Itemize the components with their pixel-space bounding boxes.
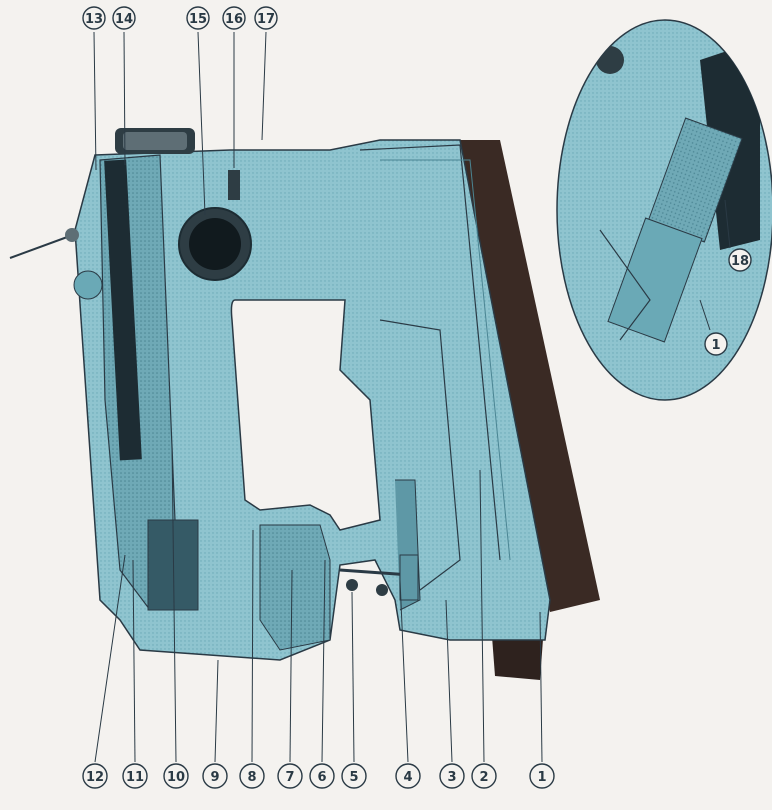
callouts-top: 13 14 15 16 17 bbox=[82, 6, 278, 216]
callout-5: 5 bbox=[341, 591, 367, 789]
callout-1: 1 bbox=[529, 611, 555, 789]
callout-8: 8 bbox=[239, 529, 265, 789]
svg-text:10: 10 bbox=[167, 770, 185, 785]
callouts-bottom: 12 11 10 9 8 7 6 5 4 3 2 1 bbox=[82, 444, 555, 789]
svg-text:6: 6 bbox=[317, 770, 326, 785]
svg-text:15: 15 bbox=[189, 12, 207, 27]
callout-18: 18 bbox=[724, 199, 752, 272]
callout-13: 13 bbox=[82, 6, 106, 171]
svg-text:7: 7 bbox=[285, 770, 294, 785]
svg-text:3: 3 bbox=[447, 770, 456, 785]
callout-16: 16 bbox=[222, 6, 246, 168]
svg-text:9: 9 bbox=[210, 770, 219, 785]
callout-6: 6 bbox=[309, 559, 335, 789]
svg-text:2: 2 bbox=[479, 770, 488, 785]
callout-3: 3 bbox=[439, 599, 465, 789]
callout-4: 4 bbox=[395, 579, 421, 789]
callouts-inset: 18 1 bbox=[699, 199, 752, 356]
svg-text:1: 1 bbox=[537, 770, 546, 785]
callout-15: 15 bbox=[186, 6, 210, 216]
stitch-dial bbox=[178, 207, 252, 281]
svg-text:18: 18 bbox=[731, 254, 749, 269]
svg-text:1: 1 bbox=[711, 338, 720, 353]
svg-text:16: 16 bbox=[225, 12, 243, 27]
presser-foot-assembly bbox=[339, 554, 419, 601]
handwheel bbox=[115, 128, 195, 154]
spool-pin bbox=[9, 228, 103, 300]
callout-1-inset: 1 bbox=[699, 299, 728, 356]
svg-text:12: 12 bbox=[86, 770, 104, 785]
callout-10: 10 bbox=[163, 444, 189, 789]
svg-text:13: 13 bbox=[85, 12, 103, 27]
callout-11: 11 bbox=[122, 559, 148, 789]
lever bbox=[228, 170, 240, 200]
inset-detail bbox=[556, 19, 772, 401]
svg-text:5: 5 bbox=[349, 770, 358, 785]
svg-text:17: 17 bbox=[257, 12, 275, 27]
callout-12: 12 bbox=[82, 554, 126, 789]
callout-7: 7 bbox=[277, 569, 303, 789]
svg-text:11: 11 bbox=[126, 770, 144, 785]
svg-text:8: 8 bbox=[247, 770, 256, 785]
svg-text:4: 4 bbox=[403, 770, 412, 785]
callout-17: 17 bbox=[254, 6, 278, 141]
callout-9: 9 bbox=[202, 659, 228, 789]
callout-14: 14 bbox=[112, 6, 136, 166]
svg-text:14: 14 bbox=[115, 12, 133, 27]
callout-2: 2 bbox=[471, 469, 497, 789]
